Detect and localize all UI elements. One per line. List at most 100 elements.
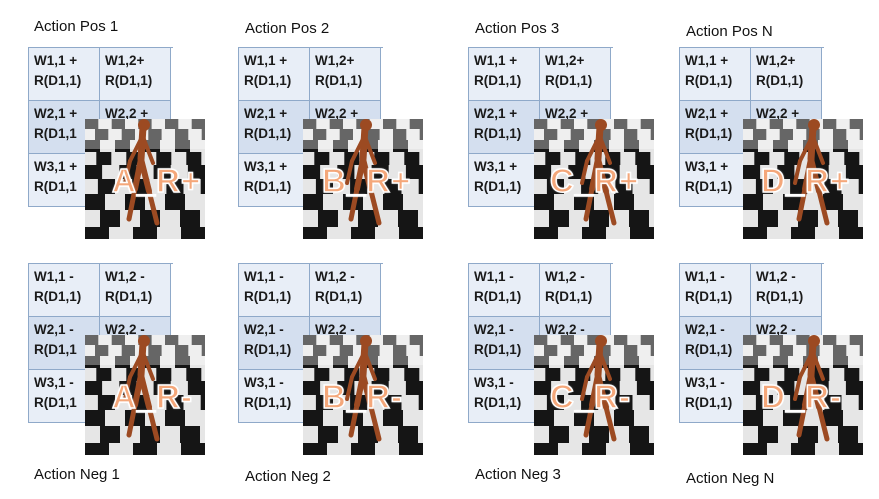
- cell-weight-text: W1,1 -: [685, 269, 725, 284]
- caption-action-pos-4: Action Pos N: [686, 23, 773, 40]
- grid-row: W1,1 - R(D1,1)W1,2 -R(D1,1): [680, 264, 824, 317]
- walker-simulation-image: [303, 335, 423, 455]
- grid-cell: W2,1 +R(D1,1): [239, 101, 310, 154]
- cell-weight-text: W1,1 +: [685, 53, 729, 68]
- cell-reward-text: R(D1,1): [34, 73, 82, 88]
- cell-reward-text: R(D1,1): [105, 73, 153, 88]
- cell-weight-text: W1,1 -: [474, 269, 514, 284]
- action-reward-label: C_R-: [549, 377, 632, 416]
- cell-reward-text: R(D1,1): [105, 289, 153, 304]
- grid-cell: W1,2+R(D1,1): [310, 48, 381, 101]
- grid-cell: W1,1 + R(D1,1): [469, 48, 540, 101]
- grid-cell: W1,2 - R(D1,1): [310, 264, 381, 317]
- cell-weight-text: W1,1 -: [34, 269, 74, 284]
- cell-weight-text: W2,2 +: [315, 106, 359, 121]
- action-reward-label: D_R-: [760, 377, 843, 416]
- cell-weight-text: W2,2 -: [315, 322, 355, 337]
- cell-weight-text: W3,1 +: [474, 159, 518, 174]
- action-reward-label: A_R-: [111, 377, 194, 416]
- cell-weight-text: W1,2 -: [315, 269, 355, 284]
- cell-weight-text: W1,2 -: [545, 269, 585, 284]
- cell-reward-text: R(D1,1): [685, 179, 733, 194]
- cell-reward-text: R(D1,1): [474, 395, 522, 410]
- grid-row: W1,1 + R(D1,1) W1,2+ R(D1,1): [680, 48, 824, 101]
- cell-weight-text: W2,1 -: [474, 322, 514, 337]
- walker-simulation-image: [85, 335, 205, 455]
- cell-weight-text: W1,2+: [545, 53, 585, 68]
- cell-weight-text: W3,1 -: [244, 375, 284, 390]
- cell-reward-text: R(D1,1): [315, 73, 363, 88]
- cell-weight-text: W3,1 -: [685, 375, 725, 390]
- cell-reward-text: R(D1,1): [756, 289, 804, 304]
- cell-reward-text: R(D1,1): [315, 289, 363, 304]
- grid-cell: W1,2 -R(D1,1): [100, 264, 171, 317]
- cell-reward-text: R(D1,1): [244, 395, 292, 410]
- cell-weight-text: W2,2 -: [105, 322, 145, 337]
- cell-reward-text: R(D1,1): [244, 126, 292, 141]
- cell-reward-text: R(D1,1): [474, 73, 522, 88]
- cell-weight-text: W1,1 +: [244, 53, 288, 68]
- cell-weight-text: W2,1 +: [685, 106, 729, 121]
- grid-cell: W1,2+R(D1,1): [540, 48, 611, 101]
- cell-reward-text: R(D1,1): [34, 289, 82, 304]
- grid-cell: W3,1 - R(D1,1): [239, 370, 310, 423]
- cell-reward-text: R(D1,1): [244, 73, 292, 88]
- cell-reward-text: R(D1,1): [474, 289, 522, 304]
- cell-reward-text: R(D1,1): [756, 73, 804, 88]
- grid-row: W1,1 -R(D1,1) W1,2 - R(D1,1): [239, 264, 383, 317]
- cell-weight-text: W2,2 +: [545, 106, 589, 121]
- grid-cell: W3,1 + R(D1,1): [239, 154, 310, 207]
- grid-cell: W1,1 + R(D1,1): [680, 48, 751, 101]
- cell-weight-text: W2,1 -: [244, 322, 284, 337]
- grid-row: W1,1 +R(D1,1)W1,2+R(D1,1): [239, 48, 383, 101]
- grid-cell: W1,2+ R(D1,1): [751, 48, 822, 101]
- caption-action-neg-2: Action Neg 2: [245, 468, 331, 485]
- cell-reward-text: R(D1,1): [474, 342, 522, 357]
- walker-simulation-image: [85, 119, 205, 239]
- grid-cell: W2,1 - R(D1,1): [680, 317, 751, 370]
- grid-cell: W1,1 + R(D1,1): [239, 48, 310, 101]
- grid-cell: W1,1 - R(D1,1): [469, 264, 540, 317]
- caption-action-pos-1: Action Pos 1: [34, 18, 119, 35]
- grid-cell: W1,1 +R(D1,1): [29, 48, 100, 101]
- cell-reward-text: R(D1,1): [685, 395, 733, 410]
- grid-cell: W2,1 - R(D1,1): [239, 317, 310, 370]
- cell-weight-text: W2,2 -: [545, 322, 585, 337]
- cell-reward-text: R(D1,1: [34, 126, 77, 141]
- action-reward-label: B_R-: [321, 377, 404, 416]
- caption-action-neg-3: Action Neg 3: [475, 466, 561, 483]
- cell-reward-text: R(D1,1): [244, 342, 292, 357]
- cell-reward-text: R(D1,1): [244, 289, 292, 304]
- action-reward-label: D_R+: [760, 161, 851, 200]
- cell-reward-text: R(D1,1: [34, 342, 77, 357]
- walker-simulation-image: [303, 119, 423, 239]
- cell-weight-text: W2,1 -: [34, 322, 74, 337]
- walker-simulation-image: [743, 119, 863, 239]
- grid-row: W1,1 + R(D1,1) W1,2+R(D1,1): [469, 48, 613, 101]
- cell-weight-text: W2,1 -: [685, 322, 725, 337]
- action-reward-label: A_R+: [111, 161, 202, 200]
- grid-cell: W1,1 -R(D1,1): [239, 264, 310, 317]
- cell-reward-text: R(D1,1): [545, 289, 593, 304]
- action-reward-label: B_R+: [321, 161, 412, 200]
- cell-reward-text: R(D1,1): [685, 73, 733, 88]
- cell-weight-text: W2,2 -: [756, 322, 796, 337]
- cell-weight-text: W1,1 +: [474, 53, 518, 68]
- cell-reward-text: R(D1,1): [474, 126, 522, 141]
- grid-cell: W1,2 -R(D1,1): [751, 264, 822, 317]
- cell-reward-text: R(D1,1): [244, 179, 292, 194]
- grid-cell: W1,2 - R(D1,1): [540, 264, 611, 317]
- cell-reward-text: R(D1,1): [685, 342, 733, 357]
- grid-cell: W2,1 - R(D1,1): [469, 317, 540, 370]
- cell-weight-text: W2,1 +: [34, 106, 78, 121]
- caption-action-pos-3: Action Pos 3: [475, 20, 560, 37]
- grid-row: W1,1 - R(D1,1) W1,2 - R(D1,1): [469, 264, 613, 317]
- walker-simulation-image: [534, 119, 654, 239]
- caption-action-neg-1: Action Neg 1: [34, 466, 120, 483]
- cell-weight-text: W1,2+: [756, 53, 796, 68]
- cell-reward-text: R(D1,1): [474, 179, 522, 194]
- grid-cell: W3,1 - R(D1,1): [680, 370, 751, 423]
- cell-weight-text: W3,1 +: [244, 159, 288, 174]
- cell-weight-text: W3,1 -: [34, 375, 74, 390]
- action-reward-label: C_R+: [549, 161, 640, 200]
